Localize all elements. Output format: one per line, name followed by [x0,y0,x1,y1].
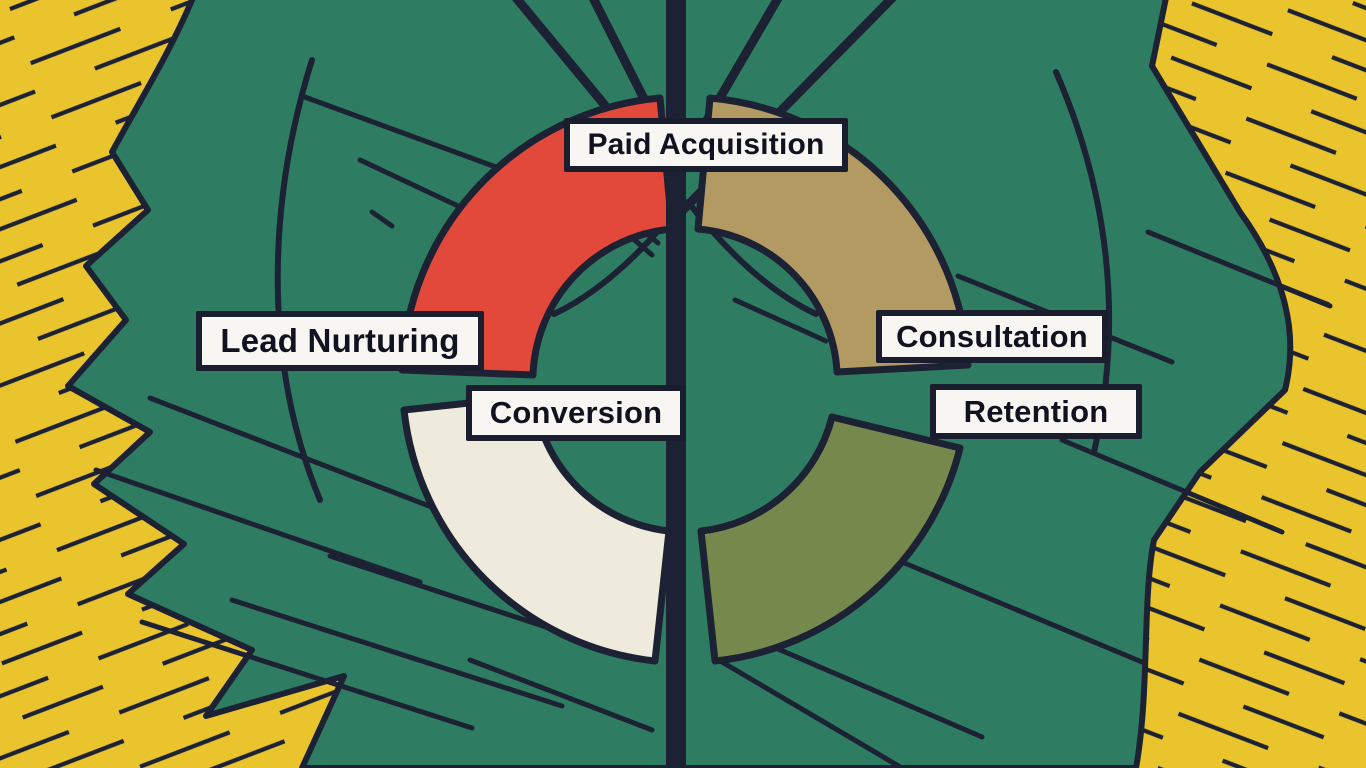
label-conversion: Conversion [466,385,686,441]
label-retention: Retention [930,384,1142,439]
leaf-stem [666,0,686,768]
label-lead-nurturing: Lead Nurturing [196,311,484,371]
ring-segment-bottom-left [400,392,673,665]
label-paid-acquisition: Paid Acquisition [564,118,848,172]
ring-segment-bottom-right [697,413,964,665]
label-consultation: Consultation [876,310,1108,363]
